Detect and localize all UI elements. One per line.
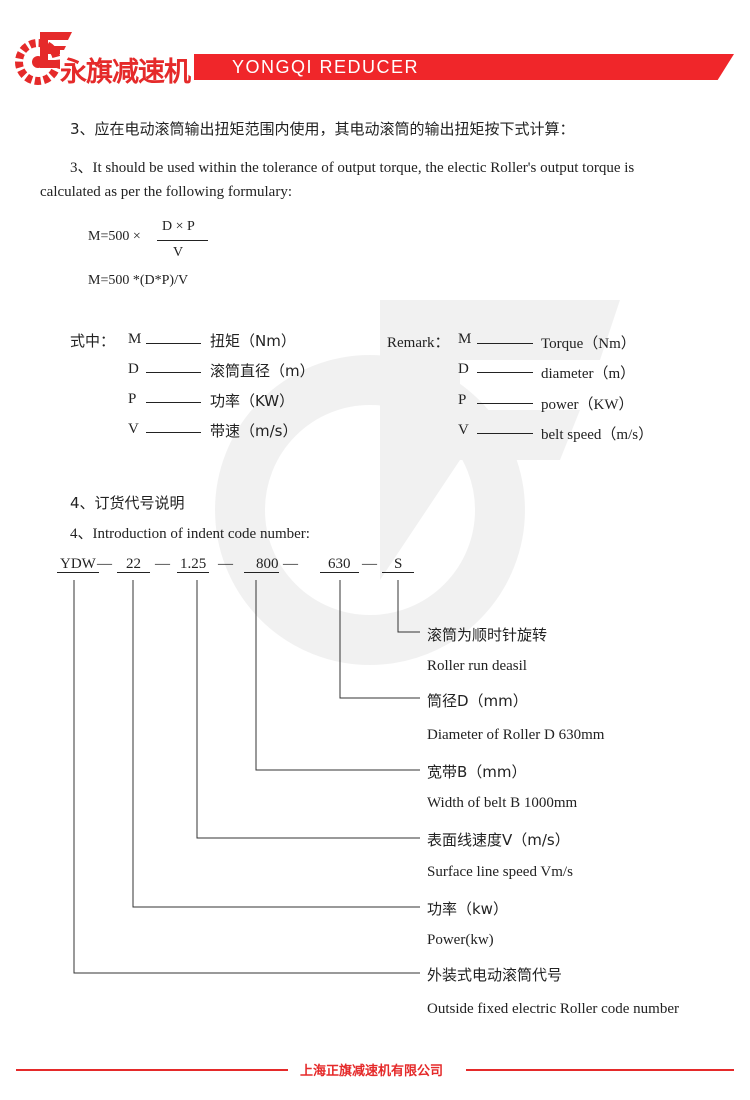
legend-dash xyxy=(477,433,533,434)
footer-company: 上海正旗减速机有限公司 xyxy=(300,1064,444,1079)
legend-term-en: power（KW） xyxy=(541,397,634,413)
legend-dash xyxy=(477,372,533,373)
code-separator: — xyxy=(155,556,170,572)
formula-inline: M=500 *(D*P)/V xyxy=(88,273,189,288)
section3-title-en-2: calculated as per the following formular… xyxy=(40,184,292,200)
legend-symbol: M xyxy=(458,331,472,347)
legend-term-en: belt speed（m/s） xyxy=(541,427,654,443)
section4-title-cn: 4、订货代号说明 xyxy=(70,494,185,512)
code-speed: 1.25 xyxy=(177,556,210,573)
code-separator: — xyxy=(362,556,377,572)
section4-title-en: 4、Introduction of indent code number: xyxy=(70,526,310,542)
desc-speed-cn: 表面线速度V（m/s） xyxy=(427,831,570,849)
legend-term-cn: 滚筒直径（m） xyxy=(210,362,315,380)
legend-symbol: P xyxy=(458,392,467,408)
desc-power-en: Power(kw) xyxy=(427,932,494,948)
desc-code-cn: 外装式电动滚筒代号 xyxy=(427,966,563,984)
formula-lhs: M=500 × xyxy=(88,229,141,244)
code-diameter: 630 xyxy=(320,556,359,573)
formula-denominator: V xyxy=(173,245,184,260)
legend-dash xyxy=(477,343,533,344)
section3-title-cn: 3、应在电动滚筒输出扭矩范围内使用，其电动滚筒的输出扭矩按下式计算： xyxy=(70,120,575,138)
legend-symbol: D xyxy=(458,361,469,377)
legend-symbol: V xyxy=(458,422,469,438)
desc-rotation-en: Roller run deasil xyxy=(427,658,527,674)
desc-diameter-cn: 筒径D（mm） xyxy=(427,692,528,710)
desc-belt-cn: 宽带B（mm） xyxy=(427,763,527,781)
desc-code-en: Outside fixed electric Roller code numbe… xyxy=(427,1001,679,1017)
desc-diameter-en: Diameter of Roller D 630mm xyxy=(427,727,605,743)
code-belt-width: 800 xyxy=(244,556,279,573)
legend-symbol: P xyxy=(128,391,137,407)
code-separator: — xyxy=(218,556,233,572)
legend-symbol: M xyxy=(128,331,142,347)
legend-dash xyxy=(146,432,201,433)
brand-cn: 永旗减速机 xyxy=(60,50,194,89)
footer-rule-left xyxy=(16,1069,288,1071)
brand-en: YONGQI REDUCER xyxy=(232,57,420,77)
fraction-bar xyxy=(157,240,208,241)
legend-prefix-en: Remark： xyxy=(387,335,450,351)
footer-rule-right xyxy=(466,1069,734,1071)
legend-term-cn: 扭矩（Nm） xyxy=(210,332,296,350)
legend-dash xyxy=(146,402,201,403)
legend-prefix-cn: 式中： xyxy=(70,332,116,350)
formula-numerator: D × P xyxy=(162,219,195,234)
legend-term-cn: 功率（KW） xyxy=(210,392,295,410)
section3-title-en-1: 3、It should be used within the tolerance… xyxy=(70,160,635,176)
desc-belt-en: Width of belt B 1000mm xyxy=(427,795,578,811)
code-separator: — xyxy=(97,556,112,572)
legend-dash xyxy=(477,403,533,404)
code-rotation: S xyxy=(382,556,415,573)
legend-term-en: diameter（m） xyxy=(541,366,636,382)
logo-icon xyxy=(15,32,72,85)
legend-symbol: D xyxy=(128,361,139,377)
desc-power-cn: 功率（kw） xyxy=(427,900,508,918)
desc-speed-en: Surface line speed Vm/s xyxy=(427,864,573,880)
desc-rotation-cn: 滚筒为顺时针旋转 xyxy=(427,626,548,644)
legend-symbol: V xyxy=(128,421,139,437)
legend-term-cn: 带速（m/s） xyxy=(210,422,298,440)
legend-dash xyxy=(146,372,201,373)
watermark-logo xyxy=(215,300,620,665)
code-power: 22 xyxy=(117,556,150,573)
legend-term-en: Torque（Nm） xyxy=(541,336,636,352)
legend-dash xyxy=(146,343,201,344)
code-separator: — xyxy=(283,556,298,572)
code-series: YDW xyxy=(57,556,99,573)
